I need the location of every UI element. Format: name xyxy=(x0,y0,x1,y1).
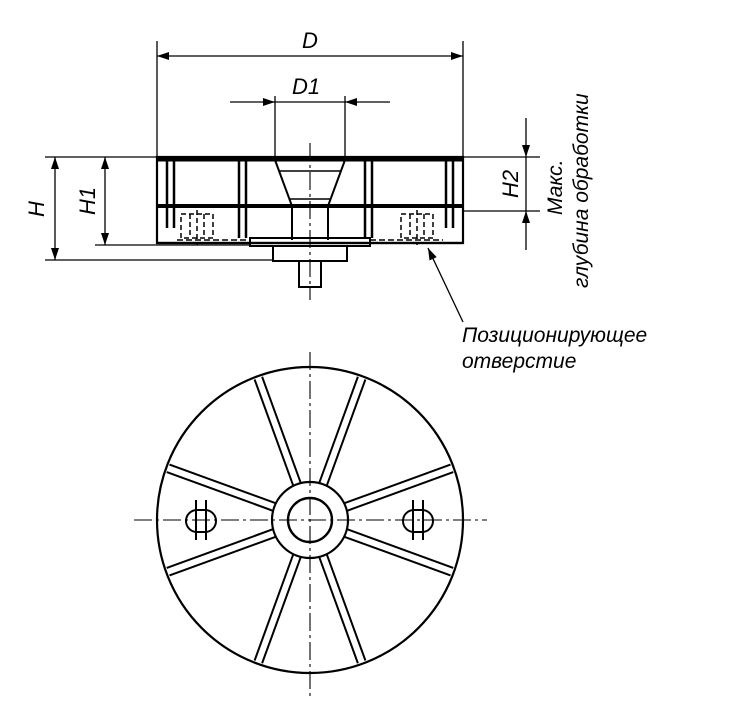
slot-left xyxy=(185,500,217,540)
positioning-hole-left xyxy=(180,210,214,245)
positioning-hole-leader xyxy=(427,247,464,323)
top-view xyxy=(134,352,487,700)
dimensions xyxy=(45,41,540,323)
label-H1: H1 xyxy=(75,187,100,215)
label-max-depth-2: глубина обработки xyxy=(570,93,593,288)
label-H2: H2 xyxy=(498,170,523,198)
slot-right xyxy=(402,500,434,540)
label-D: D xyxy=(302,28,318,53)
label-H: H xyxy=(24,201,49,217)
ribs xyxy=(165,160,455,238)
side-view xyxy=(155,143,465,300)
label-D1: D1 xyxy=(292,74,320,99)
positioning-hole-right xyxy=(400,210,434,245)
top-ribs xyxy=(166,376,454,664)
label-positioning-hole-1: Позиционирующее xyxy=(462,324,647,347)
label-max-depth-1: Макс. xyxy=(544,160,567,215)
label-positioning-hole-2: отверстие xyxy=(462,350,576,373)
cone-bore xyxy=(274,159,346,240)
